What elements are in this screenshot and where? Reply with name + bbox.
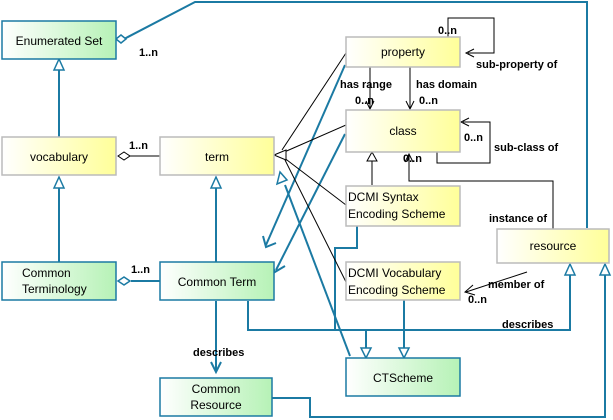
box-class[interactable]: class (345, 109, 461, 153)
connector-class-cterm (275, 133, 346, 271)
resource-label: resource (530, 239, 577, 253)
connector-labels: 1..n 1..n 1..n 0..n sub-property of has … (129, 25, 559, 359)
diamond-cterminology (116, 276, 132, 286)
box-term[interactable]: term (159, 136, 275, 176)
arrow-class-self (459, 117, 470, 127)
arrow-gen-term-black (272, 149, 287, 161)
connector-property-term (281, 52, 347, 151)
label-describes-right: describes (502, 319, 553, 331)
dcmi-vocab-line1: DCMI Vocabulary (348, 266, 441, 280)
label-vocab-mult: 1..n (129, 140, 148, 152)
connector-property-cterm (265, 64, 346, 246)
label-has-domain-mult: 0..n (419, 95, 438, 107)
connector-term-ctscheme (284, 184, 351, 357)
arrow-gen-resource-b (598, 262, 612, 276)
dcmi-syntax-line1: DCMI Syntax (348, 190, 419, 204)
arrow-gen-resource-a (563, 262, 577, 276)
label-prop-self-mult: 0..n (438, 25, 457, 37)
box-resource[interactable]: resource (496, 228, 610, 264)
box-dcmi-vocabulary[interactable]: DCMI Vocabulary Encoding Scheme (345, 261, 461, 301)
box-vocabulary[interactable]: vocabulary (1, 136, 117, 176)
enumerated-set-label: Enumerated Set (16, 34, 103, 48)
label-instance-of: instance of (489, 213, 547, 225)
diamond-enumset (114, 34, 128, 44)
label-member-mult: 0..n (468, 294, 487, 306)
common-terminology-line1: Common (22, 266, 71, 280)
arrow-open-cterm-a (262, 235, 277, 249)
arrow-open-cresource (210, 361, 222, 375)
arrow-domain (405, 100, 415, 111)
arrow-range (365, 100, 375, 111)
arrow-instance (404, 152, 414, 163)
vocabulary-label: vocabulary (30, 150, 88, 164)
box-dcmi-syntax[interactable]: DCMI Syntax Encoding Scheme (345, 185, 461, 227)
box-common-terminology[interactable]: Common Terminology (1, 261, 117, 301)
arrow-gen-enumset (52, 57, 66, 71)
connector-cresource-resource (272, 270, 606, 418)
arrow-gen-class (366, 150, 378, 162)
box-property[interactable]: property (345, 36, 461, 68)
label-instance-mult: 0..n (403, 153, 422, 165)
arrow-gen-term (209, 175, 223, 189)
label-sub-class-of: sub-class of (494, 142, 559, 154)
box-common-term[interactable]: Common Term (159, 261, 275, 301)
arrow-member (463, 284, 476, 296)
connectors (58, 0, 606, 418)
arrowheads (52, 34, 612, 375)
connector-property-self (447, 17, 495, 54)
connector-enumset-resource (123, 0, 588, 228)
label-member-of: member of (488, 279, 545, 291)
box-ctscheme[interactable]: CTScheme (345, 357, 461, 397)
property-label: property (381, 45, 425, 59)
label-has-domain: has domain (416, 79, 477, 91)
arrow-gen-ctscheme-b (397, 347, 411, 360)
arrow-gen-term-right (275, 170, 289, 186)
connector-cterm-resource-describes (247, 270, 571, 331)
connector-syntax-ctscheme (334, 226, 367, 358)
label-enum-mult: 1..n (139, 47, 158, 59)
label-sub-property-of: sub-property of (476, 59, 558, 71)
label-has-range: has range (340, 79, 392, 91)
connector-class-term (281, 124, 347, 154)
box-enumerated-set[interactable]: Enumerated Set (1, 20, 117, 60)
label-has-range-mult: 0..n (355, 95, 374, 107)
connector-resource-dvocab (465, 271, 528, 293)
ctscheme-label: CTScheme (373, 371, 433, 385)
arrow-gen-vocabulary (52, 175, 66, 189)
connector-resource-class (408, 155, 554, 230)
connector-class-self (436, 121, 491, 164)
arrow-prop-self (464, 48, 475, 58)
class-label: class (389, 124, 416, 138)
common-resource-line2: Resource (190, 398, 242, 412)
common-terminology-line2: Terminology (22, 282, 87, 296)
connector-dvocab-term (284, 159, 347, 283)
dcmi-vocab-line2: Encoding Scheme (348, 283, 446, 297)
label-ct-mult: 1..n (131, 264, 150, 276)
connector-syntax-term (282, 156, 347, 206)
common-resource-line1: Common (192, 382, 241, 396)
diamond-vocabulary (117, 151, 131, 161)
dcmi-syntax-line2: Encoding Scheme (348, 207, 446, 221)
label-describes-left: describes (193, 347, 244, 359)
common-term-label: Common Term (178, 275, 256, 289)
arrow-gen-ctscheme-a (359, 347, 373, 360)
box-common-resource[interactable]: Common Resource (159, 377, 273, 417)
label-class-self-mult: 0..n (464, 132, 483, 144)
term-label: term (205, 150, 229, 164)
